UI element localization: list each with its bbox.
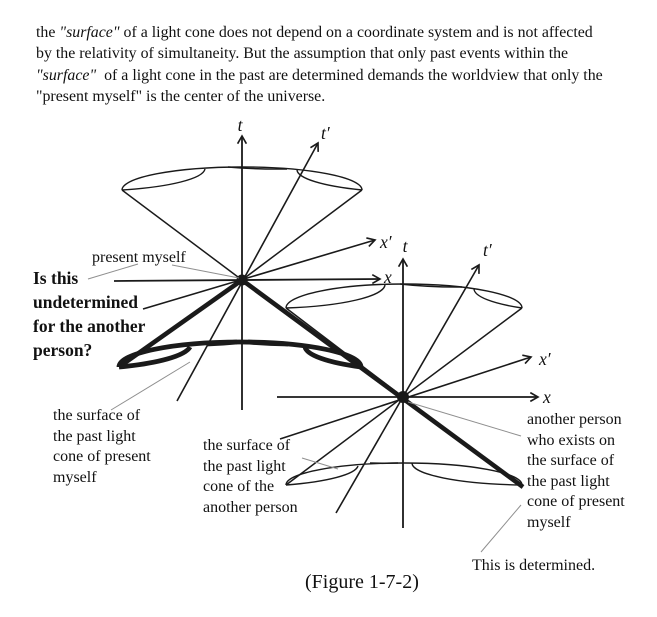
axis-labels: t t′ x x′ t t′ x x′ — [238, 115, 552, 407]
cone2-upper-ellipse-back-dash — [399, 283, 463, 288]
cone2-past-edge-left — [285, 396, 404, 486]
cone1-upper-ellipse-back-right — [296, 169, 363, 191]
paragraph-italic-text: "surface" — [36, 66, 97, 84]
cone1-upper-edge-left — [121, 189, 243, 281]
leader-lines — [87, 263, 522, 553]
figure-caption: (Figure 1-7-2) — [305, 571, 419, 593]
cone2-t-prime-axis — [335, 263, 480, 514]
cone2-upper-edge-right — [402, 307, 523, 398]
present-myself-event-dot — [236, 274, 248, 286]
cone2-upper-edge-left — [285, 307, 404, 398]
cone1-upper-ellipse-back-dash — [227, 166, 288, 170]
paragraph-line: "surface" of a light cone in the past ar… — [36, 65, 603, 86]
cone2-upper-ellipse-back-right — [473, 288, 523, 309]
cone2-past-ellipse-back-left — [285, 465, 359, 486]
cone1-past-ellipse-back-right — [302, 346, 362, 370]
leader-question-to-label — [87, 263, 139, 280]
paragraph-text: of a light cone does not depend on a coo… — [119, 24, 593, 41]
cone2-x-axis-label: x — [542, 387, 551, 407]
cone2-upper-ellipse-front — [285, 283, 523, 309]
label-surface-past-cone-another: the surface of the past light cone of th… — [203, 437, 298, 516]
leader-surface-present — [110, 361, 191, 411]
cone1-x-prime-axis-label: x′ — [379, 232, 393, 252]
label-another-person: another person who exists on the surface… — [527, 411, 625, 531]
paragraph-line: the "surface" of a light cone does not d… — [36, 22, 603, 43]
cone1-past-surface-bold-right — [240, 278, 525, 489]
label-undetermined-question: Is this undetermined for the another per… — [33, 268, 146, 360]
paragraph-line: by the relativity of simultaneity. But t… — [36, 43, 603, 64]
another-person-event-dot — [397, 391, 409, 403]
label-surface-past-cone-present: the surface of the past light cone of pr… — [53, 407, 151, 486]
leader-present-myself-to-dot — [171, 264, 240, 279]
label-present-myself: present myself — [92, 249, 186, 266]
cone1-t-prime-axis-label: t′ — [321, 123, 331, 143]
cone1-t-prime-axis — [176, 141, 319, 402]
paragraph-text: "present myself" is the center of the un… — [36, 87, 326, 105]
cone1-present-myself — [113, 134, 525, 489]
cone1-past-ellipse-back-dash1 — [206, 339, 238, 347]
cone1-x-prime-axis — [142, 237, 377, 310]
cone2-past-ellipse-front — [285, 462, 523, 486]
cone1-past-ellipse-back-dash2 — [247, 339, 289, 347]
cone1-t-axis-label: t — [238, 115, 244, 135]
cone1-x-axis-label: x — [383, 267, 392, 287]
paragraph-text: of a light cone in the past are determin… — [96, 66, 603, 84]
cone2-t-axis-label: t — [403, 236, 409, 256]
intro-paragraph: the "surface" of a light cone does not d… — [36, 22, 603, 107]
cone2-t-prime-axis-label: t′ — [483, 240, 493, 260]
paragraph-italic-text: "surface" — [59, 24, 120, 41]
paragraph-line: "present myself" is the center of the un… — [36, 86, 603, 107]
cone1-past-ellipse-back-left — [118, 345, 193, 370]
cone2-x-prime-axis-label: x′ — [538, 349, 552, 369]
cone2-upper-ellipse-back-left — [285, 284, 386, 309]
leader-another-person — [407, 401, 522, 437]
paragraph-text: by the relativity of simultaneity. But t… — [36, 45, 569, 63]
leader-surface-another — [301, 457, 339, 470]
label-this-is-determined: This is determined. — [472, 557, 596, 574]
cone2-past-ellipse-back-right — [411, 462, 523, 486]
leader-this-is-determined — [480, 504, 522, 553]
cone1-upper-edge-right — [241, 189, 363, 281]
cone1-upper-ellipse-back-left — [121, 168, 206, 191]
paragraph-text: the — [36, 24, 60, 41]
